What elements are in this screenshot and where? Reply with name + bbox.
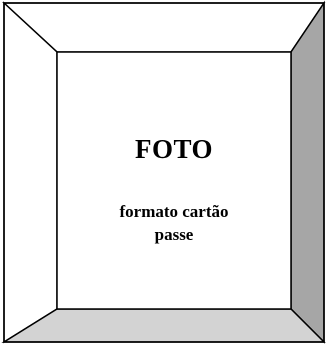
frame-outer-border: [3, 2, 325, 343]
frame-bottom-bevel: [1, 308, 326, 343]
frame-right-bevel: [290, 0, 325, 344]
photo-subtitle-line-1: formato cartão: [119, 202, 229, 221]
frame-left-bevel: [3, 1, 58, 344]
photo-placeholder-text: FOTO formato cartão passe: [57, 52, 291, 309]
photo-subtitle-line-2: passe: [154, 225, 194, 244]
frame-center: [56, 51, 292, 310]
frame-top-bevel: [2, 2, 326, 53]
photo-title: FOTO: [134, 134, 214, 164]
photo-subtitle: formato cartão passe: [57, 200, 291, 246]
